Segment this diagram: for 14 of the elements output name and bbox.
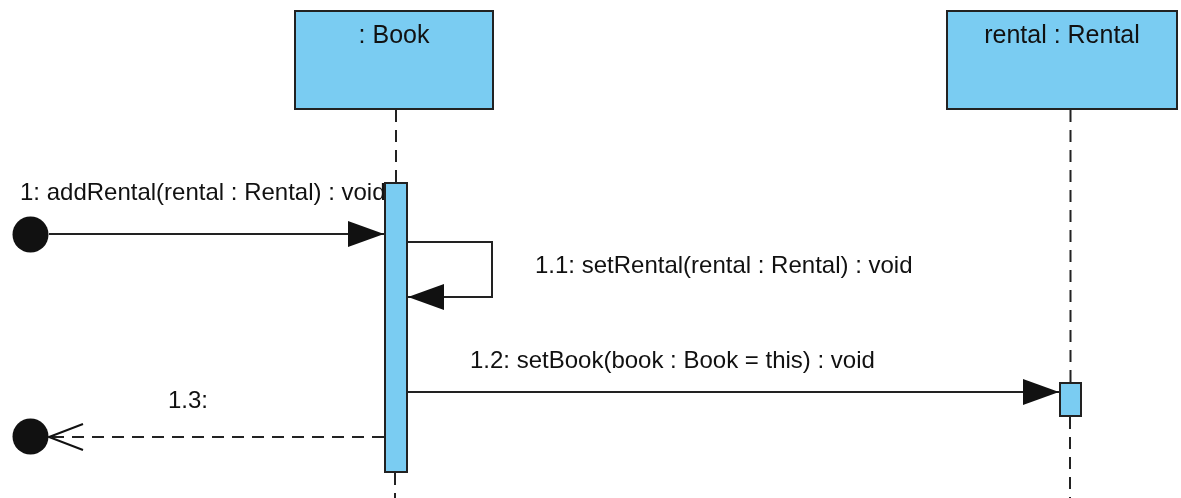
lifeline [1069, 109, 1072, 383]
lifeline-header-box [946, 10, 1178, 110]
lifeline-header-box [294, 10, 494, 110]
message-arrow [48, 221, 385, 247]
object-name: : Book [357, 20, 431, 49]
message-arrow [407, 241, 493, 310]
endpoint-dot [12, 418, 49, 455]
return-arrow [48, 423, 385, 451]
object-name: rental : Rental [983, 20, 1141, 49]
lifeline [395, 109, 397, 183]
activation-bar [1059, 382, 1082, 417]
activation-bar [384, 182, 408, 473]
endpoint-dot [12, 216, 49, 253]
message-arrow [407, 379, 1060, 405]
